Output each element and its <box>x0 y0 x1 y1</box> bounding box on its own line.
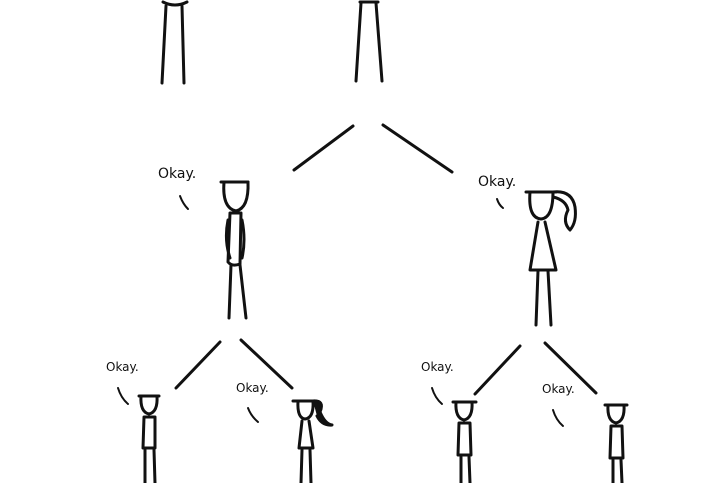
speech-text: Okay. <box>236 381 269 395</box>
speech-text: Okay. <box>158 166 196 182</box>
mid-left-figure: Okay. <box>158 166 250 320</box>
tree-branch-left <box>174 338 294 390</box>
bottom-2-figure: Okay. <box>236 381 334 485</box>
bottom-1-figure: Okay. <box>106 360 161 485</box>
bottom-3-figure: Okay. <box>421 360 478 485</box>
bottom-4-figure: Okay. <box>542 382 629 485</box>
tree-branch-top <box>292 123 454 174</box>
tree-branch-right <box>473 341 598 396</box>
top-right-figure <box>354 0 384 83</box>
speech-text: Okay. <box>542 382 575 396</box>
speech-text: Okay. <box>478 174 516 190</box>
speech-text: Okay. <box>421 360 454 374</box>
top-left-figure <box>160 0 189 85</box>
speech-text: Okay. <box>106 360 139 374</box>
mid-right-figure: Okay. <box>478 174 577 327</box>
